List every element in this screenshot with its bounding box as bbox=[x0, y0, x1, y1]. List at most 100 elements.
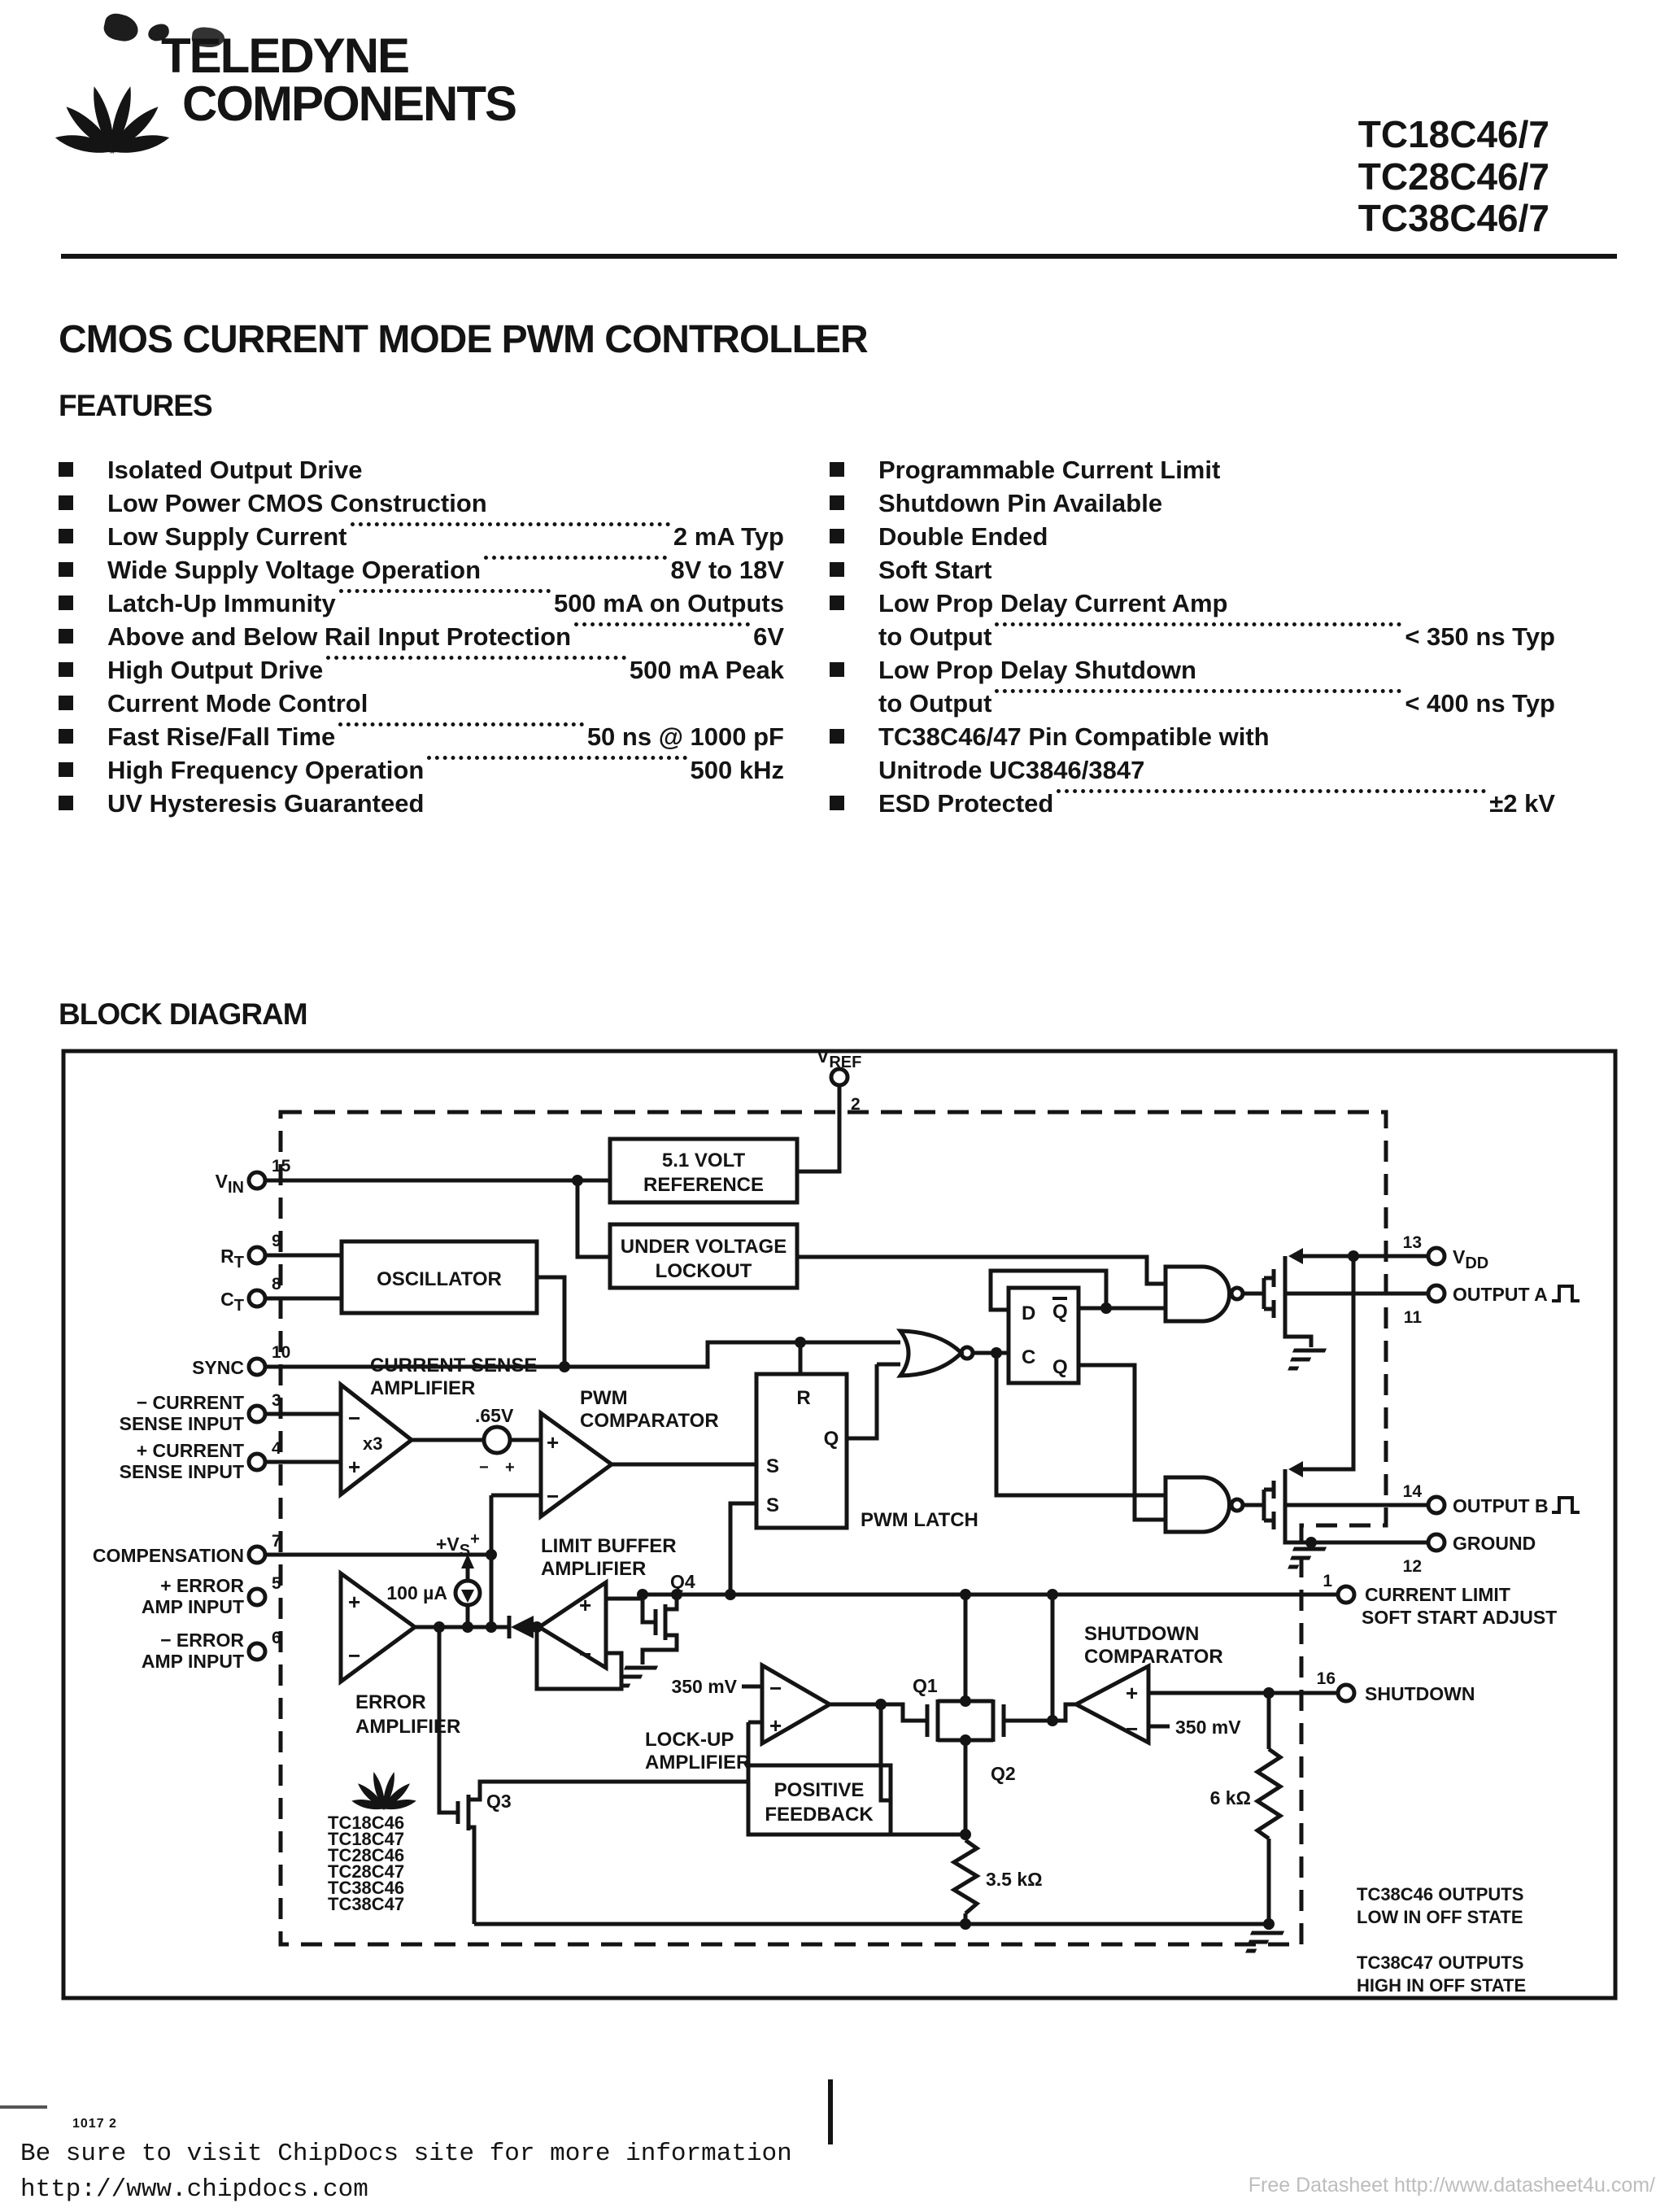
pin-sync-label: SYNC bbox=[192, 1357, 244, 1378]
bullet-icon bbox=[59, 696, 73, 710]
part-number: TC28C46/7 bbox=[1357, 155, 1549, 198]
offset-value: .65V bbox=[475, 1405, 514, 1426]
resistor-3k5-label: 3.5 kΩ bbox=[986, 1869, 1043, 1890]
pin-vdd-num: 13 bbox=[1403, 1233, 1422, 1252]
teledyne-logo-icon bbox=[54, 86, 170, 155]
margin-dash bbox=[0, 2105, 47, 2109]
csa-minus: − bbox=[348, 1406, 360, 1430]
svg-text:TC28C47: TC28C47 bbox=[328, 1861, 404, 1882]
dot-leader bbox=[326, 656, 626, 660]
vs-label: +VS+ bbox=[436, 1530, 480, 1560]
pin-circles bbox=[246, 1067, 1447, 1704]
promo-line-1: Be sure to visit ChipDocs site for more … bbox=[20, 2140, 792, 2168]
pin-ilim-num: 1 bbox=[1323, 1572, 1332, 1590]
bullet-icon bbox=[59, 495, 73, 510]
svg-text:TC18C46: TC18C46 bbox=[328, 1813, 404, 1833]
brand-line1: TELEDYNE bbox=[161, 28, 410, 83]
pin-vin-label: VIN bbox=[216, 1171, 244, 1197]
pwm-latch bbox=[754, 1372, 849, 1530]
csa-label: AMPLIFIER bbox=[370, 1377, 475, 1399]
positive-feedback-label: POSITIVE bbox=[774, 1779, 865, 1801]
lockup-label: AMPLIFIER bbox=[645, 1752, 750, 1774]
dff-qbar: Q bbox=[1052, 1301, 1068, 1323]
svg-text:TC38C47 OUTPUTS: TC38C47 OUTPUTS bbox=[1357, 1952, 1523, 1973]
nand-gate-top bbox=[1163, 1264, 1245, 1324]
bullet-icon bbox=[59, 562, 73, 577]
bullet-icon bbox=[830, 662, 844, 677]
positive-feedback-label: FEEDBACK bbox=[765, 1804, 874, 1826]
dff-c: C bbox=[1022, 1346, 1035, 1368]
uvlo-label: UNDER VOLTAGE bbox=[621, 1236, 787, 1258]
oscillator-label: OSCILLATOR bbox=[377, 1268, 502, 1290]
fold-mark bbox=[828, 2079, 833, 2144]
header-rule bbox=[61, 254, 1617, 259]
pin-csn-label: SENSE INPUT bbox=[120, 1413, 244, 1434]
watermark: Free Datasheet http://www.datasheet4u.co… bbox=[1248, 2174, 1655, 2197]
doc-number: 1017 2 bbox=[72, 2117, 117, 2131]
q3-mosfet bbox=[455, 1795, 471, 1830]
svg-text:TC18C47: TC18C47 bbox=[328, 1829, 404, 1849]
feature-item-cont: to Output< 350 ns Typ bbox=[830, 622, 1555, 656]
latch-s2: S bbox=[766, 1494, 779, 1516]
pin-csp-label: + CURRENT bbox=[137, 1440, 244, 1461]
lockup-ref: 350 mV bbox=[671, 1676, 737, 1697]
reference-label: 5.1 VOLT bbox=[662, 1150, 746, 1171]
nor-gate bbox=[896, 1329, 975, 1378]
oscillator-block bbox=[339, 1239, 539, 1315]
current-source bbox=[453, 1578, 482, 1608]
block-diagram: 5.1 VOLT REFERENCE UNDER VOLTAGE LOCKOUT… bbox=[61, 1045, 1618, 2000]
pin-csp-num: 4 bbox=[272, 1439, 281, 1458]
dff-q: Q bbox=[1052, 1356, 1068, 1378]
bullet-icon bbox=[59, 596, 73, 610]
limit-buffer-label: AMPLIFIER bbox=[541, 1558, 646, 1580]
bullet-icon bbox=[59, 762, 73, 777]
feature-item-cont: Unitrode UC3846/3847 bbox=[830, 756, 1555, 789]
pin-outa-num: 11 bbox=[1404, 1308, 1423, 1327]
lockup-amplifier bbox=[760, 1661, 834, 1747]
error-amp-label: AMPLIFIER bbox=[355, 1716, 460, 1738]
pin-eap-label: + ERROR bbox=[160, 1575, 244, 1596]
pin-ilim-label: SOFT START ADJUST bbox=[1362, 1607, 1557, 1628]
wires bbox=[265, 1085, 1428, 1930]
features-list-left: Isolated Output Drive Low Power CMOS Con… bbox=[59, 456, 784, 822]
dot-leader bbox=[338, 589, 551, 593]
pwm-comparator bbox=[538, 1409, 616, 1520]
svg-text:TC28C46: TC28C46 bbox=[328, 1845, 404, 1865]
reference-block bbox=[608, 1137, 800, 1205]
features-list-right: Programmable Current Limit Shutdown Pin … bbox=[830, 456, 1555, 822]
dot-leader bbox=[484, 556, 668, 560]
parts-list: TC18C46 TC18C47 TC28C46 TC28C47 TC38C46 … bbox=[328, 1813, 404, 1914]
part-number: TC38C46/7 bbox=[1357, 197, 1549, 240]
latch-s1: S bbox=[766, 1455, 779, 1477]
part-numbers: TC18C46/7 TC28C46/7 TC38C46/7 bbox=[1357, 113, 1549, 240]
pin-csp-label: SENSE INPUT bbox=[120, 1461, 244, 1482]
dot-leader bbox=[574, 622, 751, 626]
bullet-icon bbox=[59, 729, 73, 744]
bullet-icon bbox=[59, 529, 73, 543]
feature-item: TC38C46/47 Pin Compatible with bbox=[830, 722, 1555, 756]
sdcmp-minus: − bbox=[1126, 1717, 1138, 1741]
q1-label: Q1 bbox=[913, 1675, 938, 1696]
ea-plus: + bbox=[348, 1590, 360, 1614]
pin-rt-num: 9 bbox=[272, 1232, 281, 1250]
pulse-waveform-icon bbox=[1550, 1496, 1581, 1514]
bullet-spacer bbox=[830, 629, 844, 644]
pin-outb-label: OUTPUT B bbox=[1453, 1495, 1549, 1516]
pulse-waveform-icon bbox=[1550, 1285, 1581, 1302]
lba-plus: + bbox=[579, 1593, 591, 1617]
output-driver-a bbox=[1271, 1264, 1288, 1323]
pin-sync-num: 10 bbox=[272, 1343, 290, 1362]
positive-feedback-block bbox=[746, 1763, 893, 1837]
promo-line-2: http://www.chipdocs.com bbox=[20, 2175, 368, 2204]
chip-boundary bbox=[278, 1110, 1388, 1947]
dot-leader bbox=[995, 622, 1402, 626]
feature-item: ESD Protected±2 kV bbox=[830, 789, 1555, 822]
latch-q: Q bbox=[824, 1428, 839, 1450]
bullet-icon bbox=[830, 529, 844, 543]
